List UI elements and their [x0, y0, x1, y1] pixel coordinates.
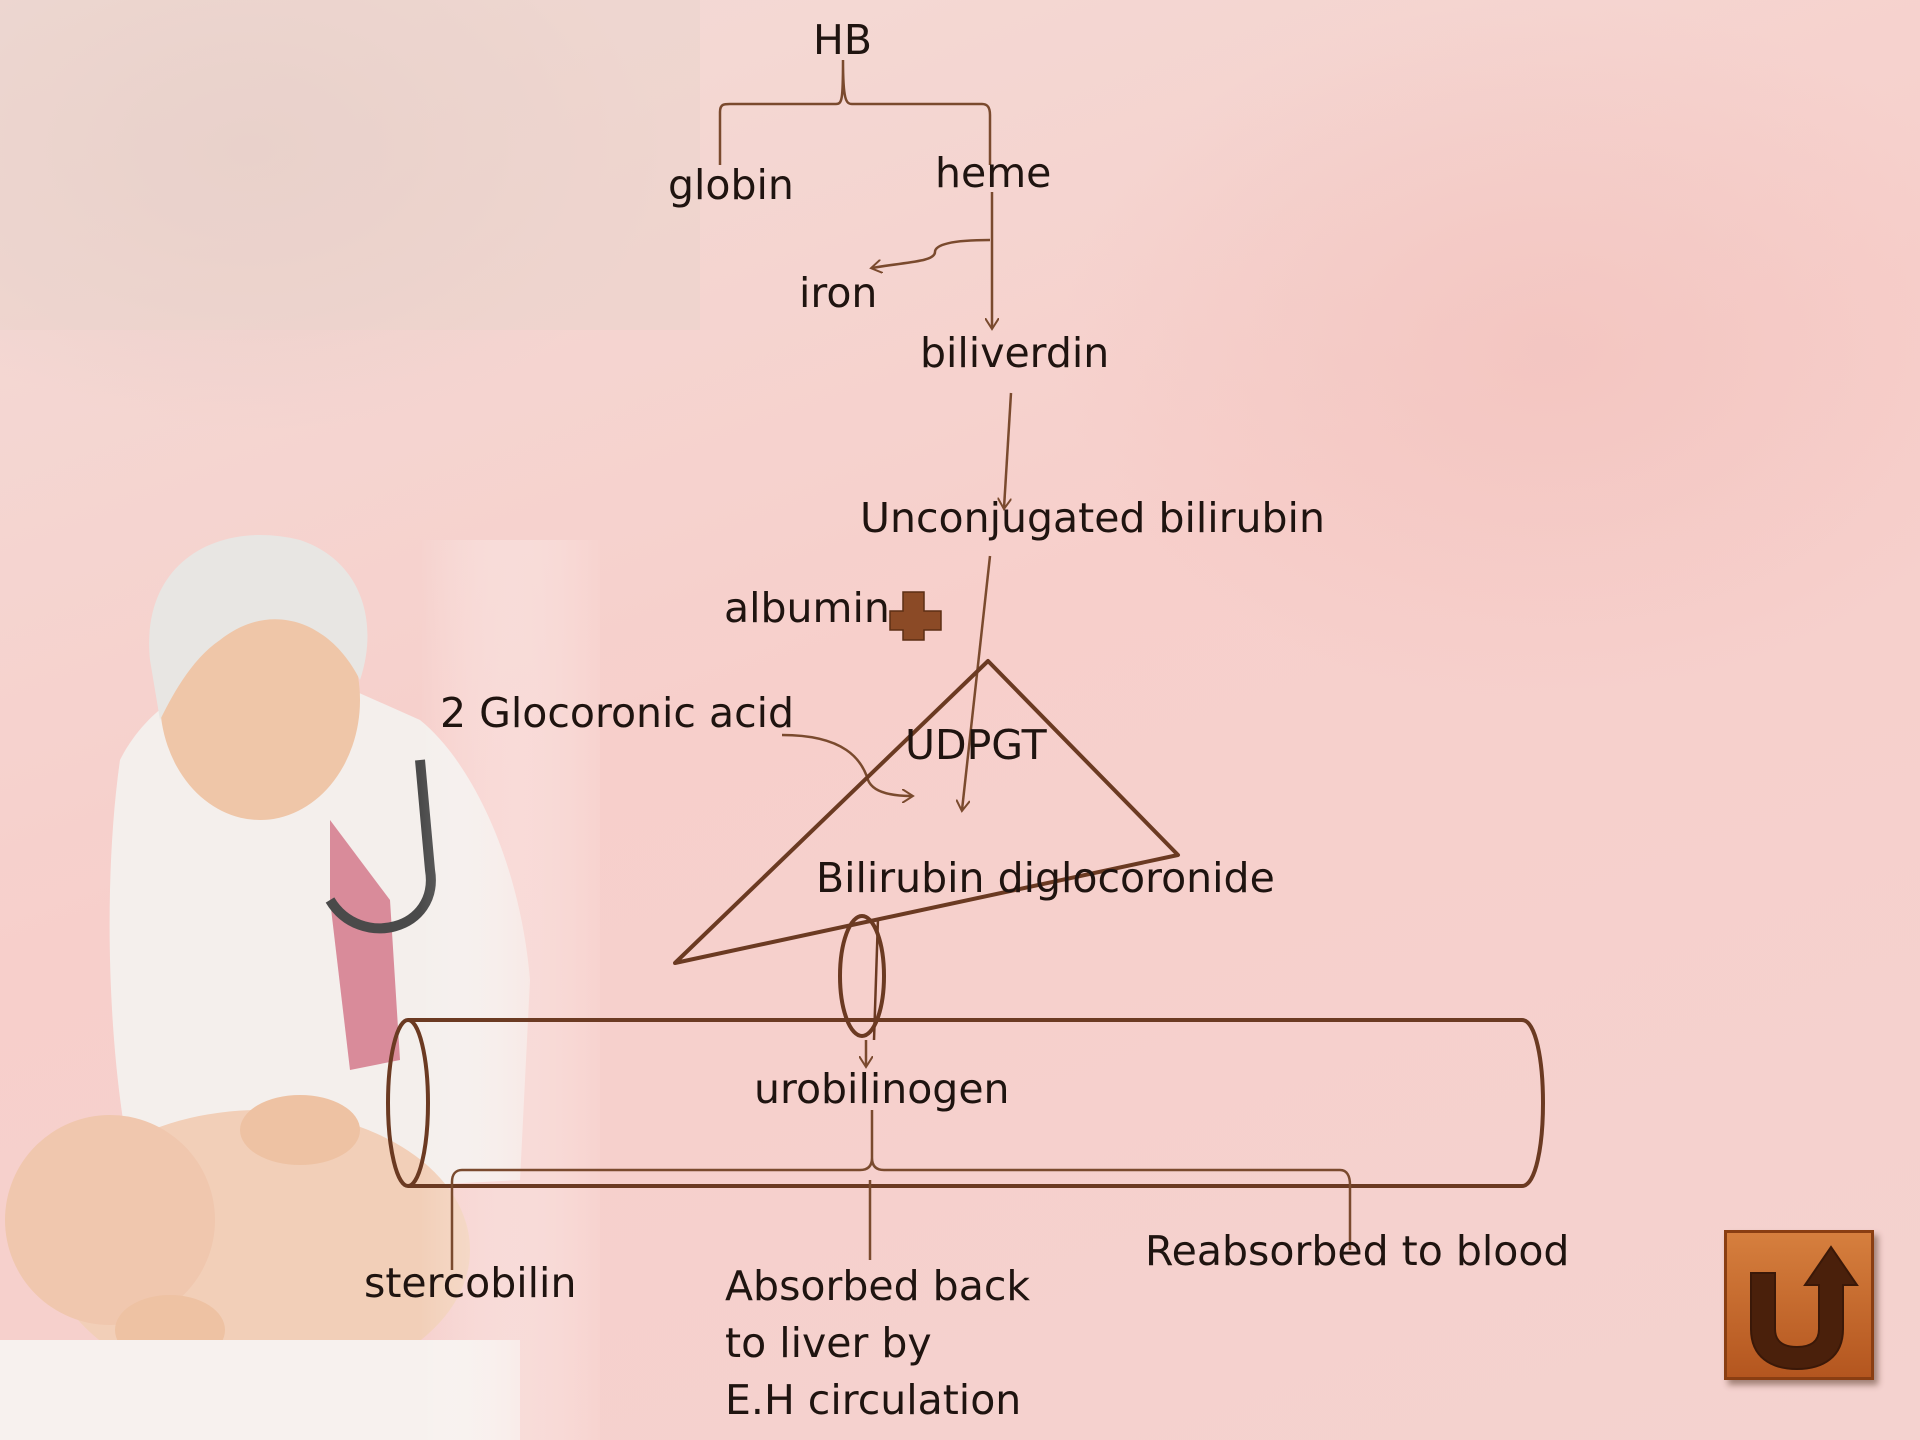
heme-to-iron-arrow [872, 240, 990, 268]
node-biliverdin: biliverdin [920, 330, 1109, 377]
node-urobilinogen: urobilinogen [754, 1066, 1010, 1113]
node-hb: HB [813, 17, 872, 64]
node-heme: heme [935, 150, 1051, 197]
absorbed-line-1: Absorbed back [725, 1258, 1045, 1315]
node-albumin: albumin [724, 585, 890, 632]
absorbed-line-2: to liver by [725, 1315, 1045, 1372]
return-arrow-icon [1727, 1233, 1871, 1377]
node-iron: iron [799, 270, 877, 317]
node-udpgt: UDPGT [905, 722, 1047, 769]
node-glucoronic-acid: 2 Glocoronic acid [440, 690, 794, 737]
node-bilirubin-diglucoronide: Bilirubin diglocoronide [816, 855, 1275, 902]
node-globin: globin [668, 162, 794, 209]
absorbed-line-3: E.H circulation [725, 1372, 1045, 1429]
plus-icon [890, 592, 941, 640]
glucoronic-acid-arrow [782, 735, 912, 796]
biliverdin-to-bilirubin-arrow [1004, 393, 1011, 508]
node-unconjugated-bilirubin: Unconjugated bilirubin [860, 495, 1325, 542]
back-button[interactable] [1724, 1230, 1874, 1380]
node-absorbed-back: Absorbed back to liver by E.H circulatio… [725, 1258, 1045, 1429]
node-reabsorbed-to-blood: Reabsorbed to blood [1145, 1228, 1569, 1275]
node-stercobilin: stercobilin [364, 1260, 576, 1307]
